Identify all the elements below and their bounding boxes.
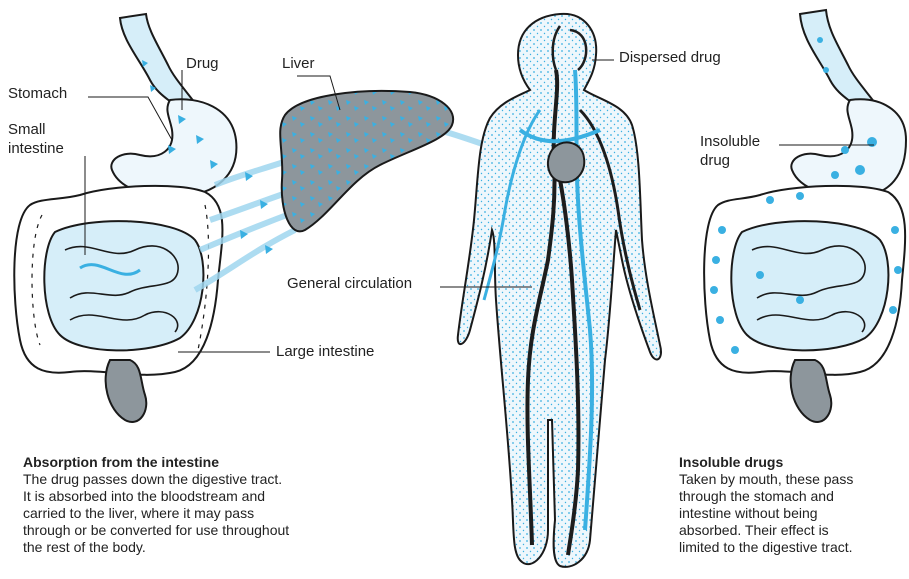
liver: [280, 91, 453, 231]
label-liver: Liver: [282, 55, 315, 73]
label-large-intestine: Large intestine: [276, 343, 374, 361]
right-esophagus: [800, 10, 880, 110]
left-digestive-tract: [14, 14, 236, 422]
caption-insoluble-line: absorbed. Their effect is: [679, 522, 853, 539]
caption-absorption-line: carried to the liver, where it may pass: [23, 505, 289, 522]
label-insoluble-drug-line2: drug: [700, 152, 730, 170]
right-small-intestine: [731, 221, 888, 350]
label-general-circulation: General circulation: [287, 275, 412, 293]
right-digestive-tract: [704, 10, 906, 422]
leader-stomach: [88, 97, 172, 140]
body-outline: [458, 14, 661, 567]
caption-absorption-line: the rest of the body.: [23, 539, 289, 556]
caption-absorption-line: The drug passes down the digestive tract…: [23, 471, 289, 488]
caption-absorption-title: Absorption from the intestine: [23, 454, 289, 471]
heart: [548, 142, 584, 182]
human-body: [458, 14, 661, 567]
caption-insoluble-line: Taken by mouth, these pass: [679, 471, 853, 488]
caption-insoluble: Insoluble drugs Taken by mouth, these pa…: [679, 454, 853, 556]
left-small-intestine: [44, 221, 203, 350]
caption-insoluble-title: Insoluble drugs: [679, 454, 853, 471]
label-drug: Drug: [186, 55, 219, 73]
label-dispersed-drug: Dispersed drug: [619, 49, 721, 67]
label-insoluble-drug-line1: Insoluble: [700, 133, 760, 151]
label-stomach: Stomach: [8, 85, 67, 103]
right-stomach: [791, 99, 906, 196]
caption-absorption-line: through or be converted for use througho…: [23, 522, 289, 539]
label-small-intestine-line2: intestine: [8, 140, 64, 158]
caption-insoluble-line: intestine without being: [679, 505, 853, 522]
caption-absorption-line: It is absorbed into the bloodstream and: [23, 488, 289, 505]
caption-insoluble-line: limited to the digestive tract.: [679, 539, 853, 556]
caption-absorption: Absorption from the intestine The drug p…: [23, 454, 289, 556]
caption-insoluble-line: through the stomach and: [679, 488, 853, 505]
label-small-intestine-line1: Small: [8, 121, 46, 139]
